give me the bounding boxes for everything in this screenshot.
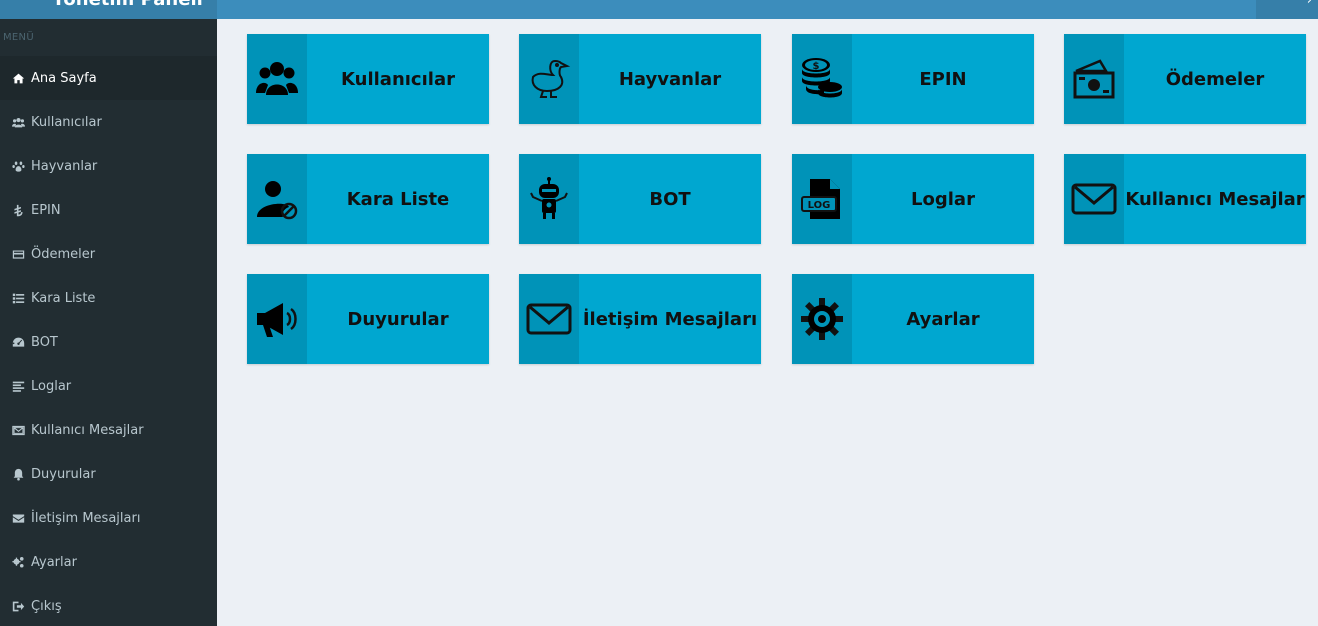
sidebar-item-label: Loglar — [31, 378, 72, 394]
menu-section-header: MENÜ — [3, 32, 34, 43]
sidebar-item-label: Kullanıcı Mesajlar — [31, 422, 144, 438]
sidebar-item-iletisim-mesajlari[interactable]: İletişim Mesajları — [0, 496, 217, 540]
sign-out-icon — [10, 599, 26, 613]
svg-text:$: $ — [813, 61, 820, 72]
sidebar-item-kullanicilar[interactable]: Kullanıcılar — [0, 100, 217, 144]
sidebar-item-kara-liste[interactable]: Kara Liste — [0, 276, 217, 320]
envelope-outline-icon — [1064, 154, 1124, 244]
bell-icon — [10, 467, 26, 481]
tile-label: Kullanıcılar — [341, 68, 455, 90]
home-icon — [10, 71, 26, 85]
sidebar-item-kullanici-mesajlar[interactable]: Kullanıcı Mesajlar — [0, 408, 217, 452]
tile-odemeler[interactable]: Ödemeler — [1064, 34, 1306, 124]
tile-bot[interactable]: BOT — [519, 154, 761, 244]
users-icon — [10, 115, 26, 129]
tile-ayarlar[interactable]: Ayarlar — [792, 274, 1034, 364]
dashboard-icon — [10, 335, 26, 349]
sidebar-item-label: Ayarlar — [31, 554, 77, 570]
money-icon — [1064, 34, 1124, 124]
users-group-icon — [247, 34, 307, 124]
logo-text: Yönetim Paneli — [52, 0, 203, 10]
sidebar-item-duyurular[interactable]: Duyurular — [0, 452, 217, 496]
log-file-icon: LOG — [792, 154, 852, 244]
svg-text:LOG: LOG — [808, 200, 831, 211]
credit-card-icon — [10, 247, 26, 261]
envelope-outline-icon — [10, 423, 26, 437]
envelope-icon — [10, 511, 26, 525]
sidebar-item-hayvanlar[interactable]: Hayvanlar — [0, 144, 217, 188]
sidebar: MENÜ Ana Sayfa Kullanıcılar Hayvanlar EP… — [0, 19, 217, 626]
sidebar-item-label: Çıkış — [31, 598, 62, 614]
envelope-outline-icon — [519, 274, 579, 364]
tile-label: EPIN — [919, 68, 967, 90]
user-blocked-icon — [247, 154, 307, 244]
sidebar-item-label: Ana Sayfa — [31, 70, 97, 86]
tile-label: Loglar — [911, 188, 975, 210]
sidebar-item-odemeler[interactable]: Ödemeler — [0, 232, 217, 276]
sidebar-item-cikis[interactable]: Çıkış — [0, 584, 217, 626]
tile-label: İletişim Mesajları — [582, 308, 758, 330]
top-navbar: › — [217, 0, 1318, 19]
tile-hayvanlar[interactable]: Hayvanlar — [519, 34, 761, 124]
megaphone-icon — [247, 274, 307, 364]
sidebar-item-ayarlar[interactable]: Ayarlar — [0, 540, 217, 584]
coin-icon — [10, 203, 26, 217]
robot-icon — [519, 154, 579, 244]
tile-duyurular[interactable]: Duyurular — [247, 274, 489, 364]
sidebar-item-label: İletişim Mesajları — [31, 510, 141, 526]
chevron-right-icon: › — [1306, 0, 1312, 8]
align-left-icon — [10, 379, 26, 393]
tile-epin[interactable]: $ EPIN — [792, 34, 1034, 124]
coin-stack-icon: $ — [792, 34, 852, 124]
tile-iletisim-mesajlari[interactable]: İletişim Mesajları — [519, 274, 761, 364]
tile-label: Hayvanlar — [618, 68, 722, 90]
sidebar-item-label: EPIN — [31, 202, 61, 218]
tile-loglar[interactable]: LOG Loglar — [792, 154, 1034, 244]
sidebar-item-label: Kara Liste — [31, 290, 96, 306]
tile-label: Ödemeler — [1165, 68, 1265, 90]
tile-label: Kullanıcı Mesajlar — [1125, 188, 1305, 210]
tile-kara-liste[interactable]: Kara Liste — [247, 154, 489, 244]
sidebar-item-bot[interactable]: BOT — [0, 320, 217, 364]
tile-kullanicilar[interactable]: Kullanıcılar — [247, 34, 489, 124]
tile-kullanici-mesajlar[interactable]: Kullanıcı Mesajlar — [1064, 154, 1306, 244]
list-icon — [10, 291, 26, 305]
sidebar-item-ana-sayfa[interactable]: Ana Sayfa — [0, 56, 217, 100]
tile-label: Kara Liste — [346, 188, 450, 210]
sidebar-item-label: Ödemeler — [31, 246, 96, 262]
user-menu-toggle[interactable]: › — [1256, 0, 1318, 19]
logo[interactable]: Yönetim Paneli — [0, 0, 217, 19]
gear-icon — [792, 274, 852, 364]
tile-label: Ayarlar — [906, 308, 980, 330]
duck-icon — [519, 34, 579, 124]
gears-icon — [10, 555, 26, 569]
tile-label: Duyurular — [347, 308, 449, 330]
sidebar-item-label: Hayvanlar — [31, 158, 98, 174]
sidebar-item-label: Duyurular — [31, 466, 96, 482]
paw-icon — [10, 159, 26, 173]
sidebar-item-loglar[interactable]: Loglar — [0, 364, 217, 408]
sidebar-item-epin[interactable]: EPIN — [0, 188, 217, 232]
tile-label: BOT — [649, 188, 691, 210]
sidebar-item-label: BOT — [31, 334, 58, 350]
sidebar-item-label: Kullanıcılar — [31, 114, 102, 130]
